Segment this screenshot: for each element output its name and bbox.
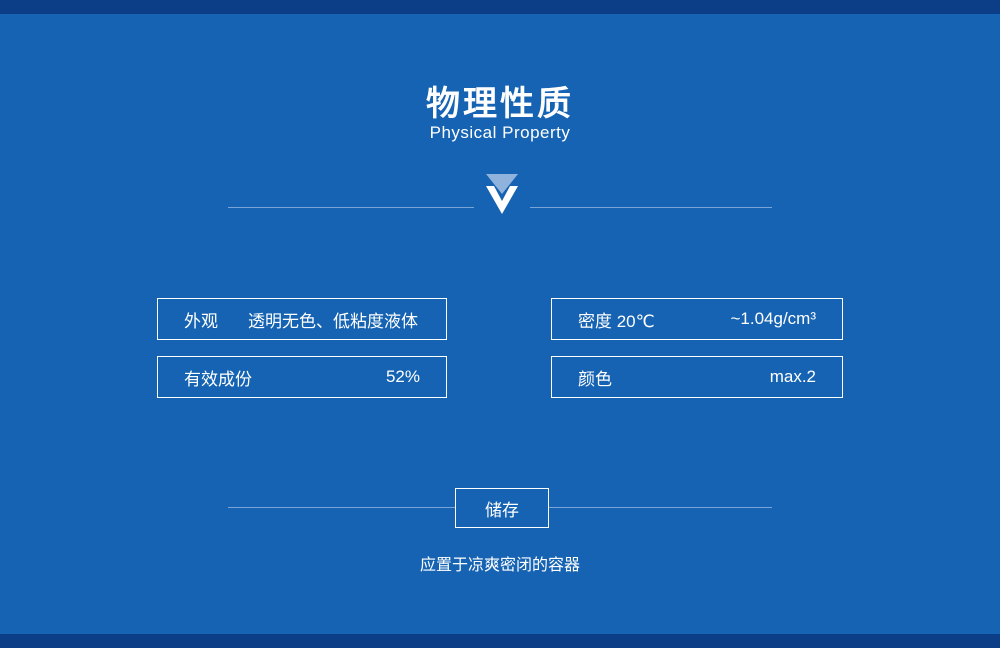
property-value-density: ~1.04g/cm³ [730,309,816,328]
property-box-active-content: 有效成份 52% [157,356,447,398]
section-subtitle: Physical Property [429,123,571,142]
down-arrow-icon [486,174,518,214]
property-box-density: 密度 20℃ ~1.04g/cm³ [551,298,843,340]
property-box-color: 颜色 max.2 [551,356,843,398]
property-label-appearance: 外观 [184,311,218,331]
storage-divider-line-right [549,507,772,508]
section-title: 物理性质 [426,85,574,123]
storage-heading: 储存 [485,500,519,520]
property-value-active-content: 52% [385,367,420,386]
property-label-color: 颜色 [578,369,612,389]
property-box-appearance: 外观 透明无色、低粘度液体 [157,298,447,340]
top-band [0,0,1000,14]
property-label-density: 密度 20℃ [578,311,655,331]
bottom-band [0,634,1000,648]
storage-note: 应置于凉爽密闭的容器 [419,557,580,574]
storage-heading-box: 储存 [455,488,549,528]
divider-line-right [530,207,772,208]
property-label-active-content: 有效成份 [184,369,252,389]
divider-line-left [228,207,474,208]
property-value-appearance: 透明无色、低粘度液体 [248,311,418,331]
property-value-color: max.2 [769,367,816,386]
storage-divider-line-left [228,507,455,508]
